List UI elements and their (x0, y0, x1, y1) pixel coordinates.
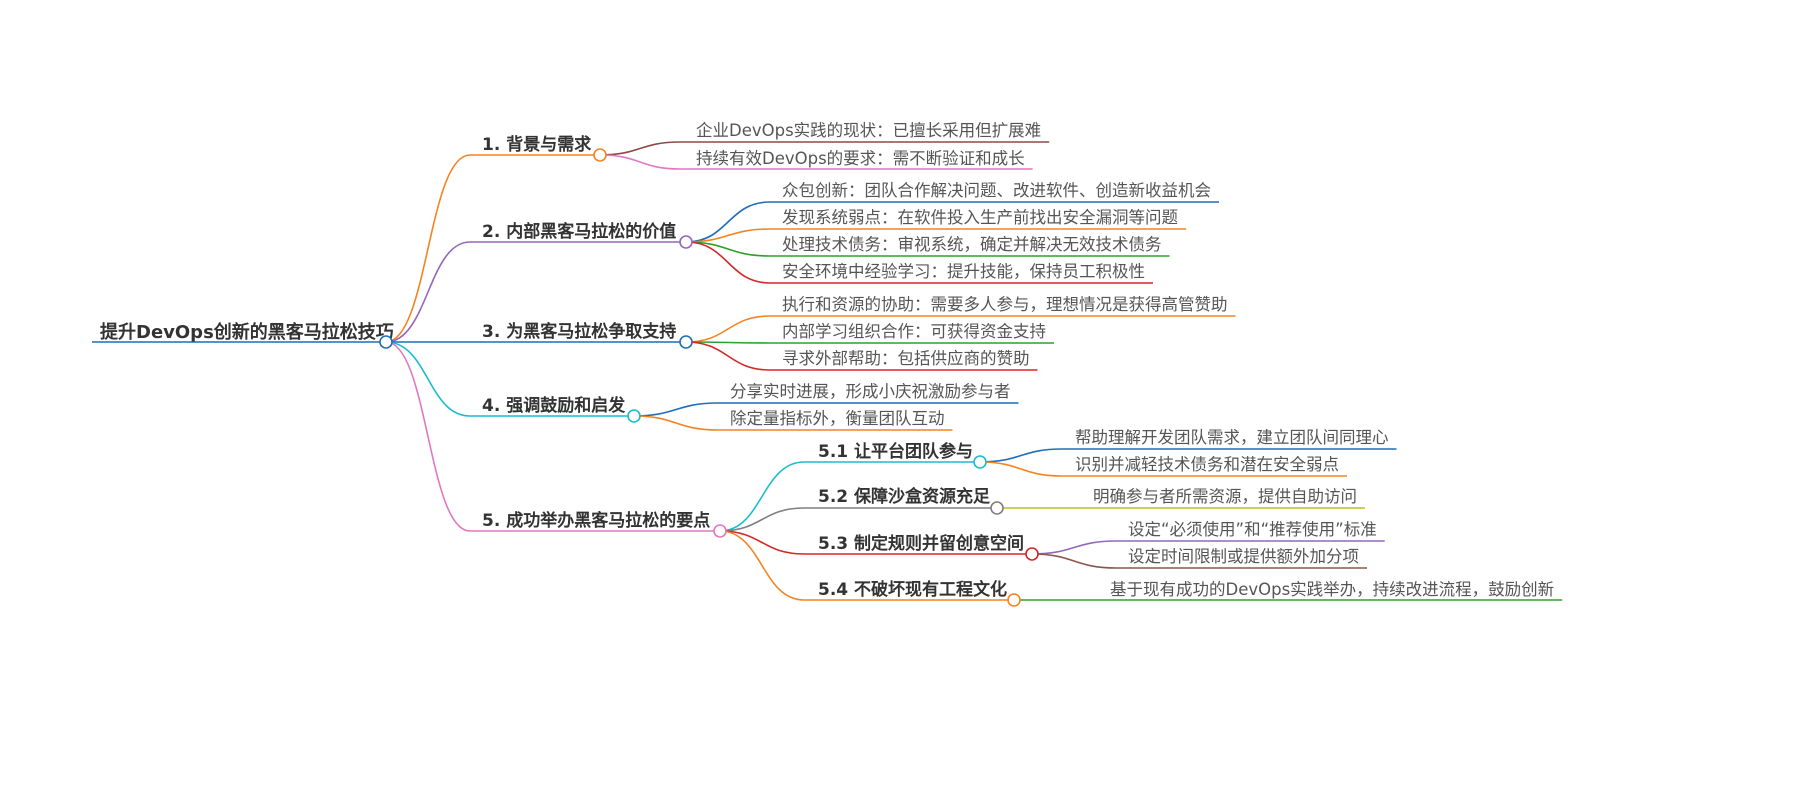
branch-5-2-leaf-1-label: 明确参与者所需资源，提供自助访问 (1093, 487, 1357, 506)
branch-3-label: 3. 为黑客马拉松争取支持 (482, 321, 676, 342)
branch-3-leaf-1-connector (685, 315, 771, 343)
branch-5-4-label: 5.4 不破坏现有工程文化 (818, 579, 1007, 600)
branch-4-node-dot (627, 409, 641, 423)
branch-1-node-dot (593, 148, 607, 162)
branch-1-label: 1. 背景与需求 (482, 134, 591, 155)
branch-4-label: 4. 强调鼓励和启发 (482, 395, 626, 416)
underline-layer (92, 141, 1563, 601)
branch-5-3-leaf-2-label: 设定时间限制或提供额外加分项 (1128, 547, 1359, 566)
branch-1-leaf-1-label: 企业DevOps实践的现状：已擅长采用但扩展难 (696, 121, 1041, 140)
root-node-dot (379, 335, 393, 349)
branch-2-node-dot (679, 235, 693, 249)
branch-4-leaf-2-label: 除定量指标外，衡量团队互动 (730, 409, 945, 428)
branch-5-3-label: 5.3 制定规则并留创意空间 (818, 533, 1024, 554)
branch-3-leaf-3-connector (685, 341, 771, 371)
root-topic-label: 提升DevOps创新的黑客马拉松技巧 (100, 321, 394, 343)
label-layer: 提升DevOps创新的黑客马拉松技巧 1. 背景与需求 企业DevOps实践的现… (100, 121, 1554, 600)
branch-5-node-dot (713, 524, 727, 538)
branch-2-leaf-4-label: 安全环境中经验学习：提升技能，保持员工积极性 (782, 262, 1145, 281)
branch-5-1-leaf-2-label: 识别并减轻技术债务和潜在安全弱点 (1075, 455, 1339, 474)
branch-1-leaf-2-label: 持续有效DevOps的要求：需不断验证和成长 (696, 149, 1025, 168)
branch-5-3-node-dot (1025, 547, 1039, 561)
branch-3-leaf-2-label: 内部学习组织合作：可获得资金支持 (782, 322, 1046, 341)
branch-5-1-node-dot (973, 455, 987, 469)
branch-2-leaf-2-label: 发现系统弱点：在软件投入生产前找出安全漏洞等问题 (782, 208, 1178, 227)
branch-3-leaf-3-label: 寻求外部帮助：包括供应商的赞助 (782, 349, 1030, 368)
connector-layer (385, 141, 1117, 601)
branch-3-node-dot (679, 335, 693, 349)
branch-5-1-label: 5.1 让平台团队参与 (818, 441, 973, 462)
branch-1-leaf-2-connector (599, 154, 681, 170)
branch-1-leaf-1-connector (599, 141, 681, 156)
branch-3-leaf-1-label: 执行和资源的协助：需要多人参与，理想情况是获得高管赞助 (782, 295, 1228, 314)
branch-5-2-label: 5.2 保障沙盒资源充足 (818, 486, 990, 507)
branch-4-leaf-2-connector (633, 415, 719, 431)
branch-5-4-connector (719, 530, 805, 601)
branch-2-connector (385, 241, 471, 343)
branch-5-3-leaf-1-connector (1031, 540, 1117, 555)
branch-5-3-leaf-1-label: 设定“必须使用”和“推荐使用”标准 (1128, 520, 1377, 539)
branch-2-leaf-1-connector (685, 201, 771, 243)
branch-5-2-node-dot (990, 501, 1004, 515)
branch-2-leaf-1-label: 众包创新：团队合作解决问题、改进软件、创造新收益机会 (782, 181, 1211, 200)
branch-5-2-connector (719, 507, 805, 532)
branch-5-label: 5. 成功举办黑客马拉松的要点 (482, 510, 710, 531)
branch-5-4-leaf-1-label: 基于现有成功的DevOps实践举办，持续改进流程，鼓励创新 (1110, 580, 1554, 599)
branch-4-leaf-1-label: 分享实时进展，形成小庆祝激励参与者 (730, 382, 1011, 401)
branch-5-1-leaf-1-connector (979, 448, 1063, 463)
branch-2-leaf-4-connector (685, 241, 771, 284)
branch-1-connector (385, 154, 471, 343)
branch-2-label: 2. 内部黑客马拉松的价值 (482, 221, 676, 242)
branch-4-connector (385, 341, 471, 417)
branch-5-4-node-dot (1007, 593, 1021, 607)
branch-5-3-connector (719, 530, 805, 555)
branch-5-3-leaf-2-connector (1031, 553, 1117, 569)
branch-2-leaf-3-label: 处理技术债务：审视系统，确定并解决无效技术债务 (782, 235, 1162, 254)
branch-5-connector (385, 341, 471, 532)
branch-5-1-leaf-2-connector (979, 461, 1063, 477)
branch-4-leaf-1-connector (633, 402, 719, 417)
node-marker-layer (379, 148, 1039, 607)
branch-5-1-leaf-1-label: 帮助理解开发团队需求，建立团队间同理心 (1075, 428, 1389, 447)
branch-5-1-connector (719, 461, 805, 532)
